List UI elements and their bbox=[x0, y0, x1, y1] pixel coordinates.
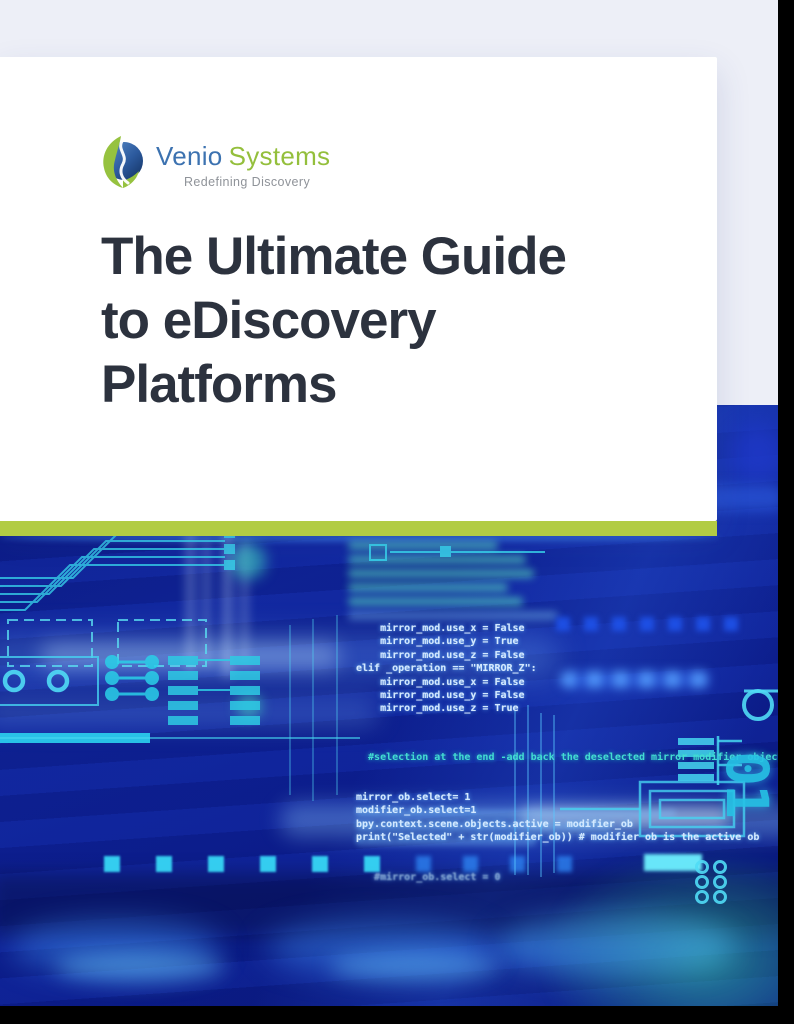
glow-band bbox=[520, 807, 730, 827]
ebook-cover-page: mirror_mod.use_x = False mirror_mod.use_… bbox=[0, 0, 778, 1006]
code-line: mirror_ob.select= 1 bbox=[356, 792, 471, 804]
bokeh-dots bbox=[556, 617, 746, 631]
code-line: print("Selected" + str(modifier_ob)) # m… bbox=[356, 832, 760, 844]
code-line: modifier_ob.select=1 bbox=[356, 805, 477, 817]
code-line: mirror_mod.use_y = False bbox=[356, 690, 525, 702]
bottom-glow bbox=[55, 953, 225, 981]
circuit-board-graphic bbox=[0, 528, 778, 904]
bottom-glow bbox=[495, 913, 735, 977]
code-line: bpy.context.scene.objects.active = modif… bbox=[356, 818, 633, 830]
bottom-glow bbox=[265, 920, 495, 974]
code-block-mirror-mod: mirror_mod.use_x = False mirror_mod.use_… bbox=[356, 622, 537, 716]
bottom-glow bbox=[330, 953, 500, 981]
square-lights-row bbox=[416, 856, 576, 872]
light-beam bbox=[222, 531, 233, 677]
right-glow-blob bbox=[728, 423, 778, 483]
light-beam bbox=[203, 539, 210, 667]
title-line-1: The Ultimate Guide bbox=[101, 227, 567, 286]
glow-band bbox=[280, 803, 778, 837]
code-line: mirror_mod.use_x = False bbox=[356, 676, 525, 688]
light-beam bbox=[186, 531, 195, 671]
teal-dot bbox=[230, 543, 266, 579]
logo-word-venio: Venio bbox=[156, 141, 223, 171]
light-beam bbox=[241, 541, 248, 665]
code-line: mirror_mod.use_x = False bbox=[356, 623, 525, 634]
circuit-numeral-label: 01 bbox=[712, 751, 778, 817]
code-dim-line: #mirror_ob.select = 0 bbox=[356, 872, 501, 884]
code-line: mirror_mod.use_y = True bbox=[356, 636, 519, 648]
code-line: elif _operation == "MIRROR_Z": bbox=[356, 663, 537, 675]
bright-square-light bbox=[644, 854, 702, 871]
blurred-code-rows bbox=[356, 809, 696, 851]
code-line: mirror_mod.use_z = True bbox=[356, 703, 519, 715]
teal-glow bbox=[540, 845, 778, 1006]
accent-stripe bbox=[0, 521, 717, 536]
title-line-2: to eDiscovery bbox=[101, 291, 437, 350]
blurred-code-rows bbox=[348, 541, 568, 625]
code-comment-line: #selection at the end -add back the dese… bbox=[356, 751, 778, 763]
title-line-3: Platforms bbox=[101, 355, 337, 414]
glow-top-band bbox=[0, 533, 720, 542]
code-line: mirror_mod.use_z = False bbox=[356, 649, 525, 661]
logo-tagline: Redefining Discovery bbox=[184, 175, 311, 189]
bokeh-dots bbox=[560, 671, 710, 688]
cover-title: The Ultimate Guide to eDiscovery Platfor… bbox=[101, 225, 567, 417]
bottom-glow bbox=[10, 920, 220, 974]
square-lights-row bbox=[104, 856, 380, 872]
code-block-selection: #selection at the end -add back the dese… bbox=[356, 724, 778, 912]
logo-word-systems: Systems bbox=[228, 141, 331, 171]
venio-logo-icon bbox=[103, 136, 143, 188]
